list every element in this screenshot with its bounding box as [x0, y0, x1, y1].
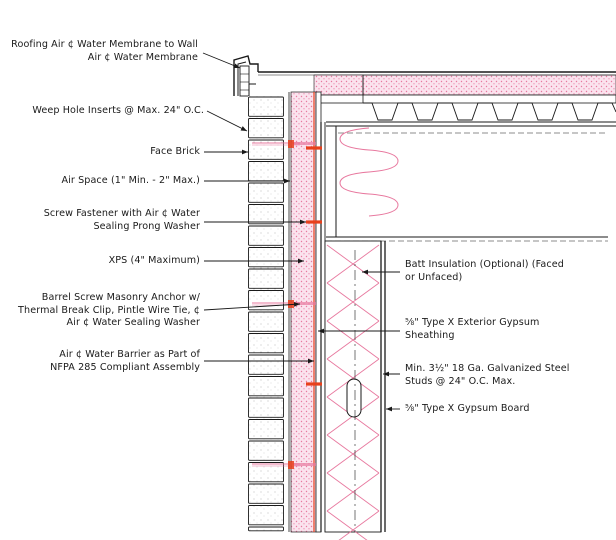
- brick: [248, 505, 284, 526]
- barrel-anchor: [288, 140, 294, 148]
- label-roofing-membrane: Roofing Air ¢ Water Membrane to Wall Air…: [11, 39, 198, 63]
- fasteners: [252, 140, 322, 469]
- brick: [248, 96, 284, 117]
- brick: [248, 311, 284, 332]
- label-air-barrier: Air ¢ Water Barrier as Part of NFPA 285 …: [50, 349, 200, 373]
- roof-assembly: [258, 71, 616, 242]
- label-barrel-anchor: Barrel Screw Masonry Anchor w/ Thermal B…: [18, 292, 200, 328]
- brick: [248, 247, 284, 268]
- brick: [248, 354, 284, 375]
- leader-roofing-membrane: [202, 52, 241, 69]
- anchor-shaft: [294, 302, 316, 305]
- anchor-shaft: [294, 142, 316, 145]
- cavity-layers: [290, 91, 326, 533]
- screw-fastener: [306, 382, 322, 386]
- brick: [248, 397, 284, 418]
- label-screw-fastener: Screw Fastener with Air ¢ Water Sealing …: [43, 208, 200, 232]
- screw-fastener: [306, 220, 322, 224]
- leader-steel-studs-arrow: [383, 371, 389, 377]
- brick-field: [248, 96, 284, 532]
- face-brick-wall: [248, 92, 290, 532]
- brick: [248, 462, 284, 483]
- brick: [248, 139, 284, 160]
- label-xps: XPS (4" Maximum): [108, 255, 200, 266]
- leader-exterior-gypsum-arrow: [318, 328, 324, 334]
- roof-insulation: [362, 74, 616, 96]
- brick: [248, 333, 284, 354]
- brick: [248, 419, 284, 440]
- brick: [248, 182, 284, 203]
- brick: [248, 225, 284, 246]
- batt-insulation-upper: [339, 127, 399, 217]
- label-batt-insulation: Batt Insulation (Optional) (Faced or Unf…: [405, 259, 564, 283]
- leader-air-space-arrow: [284, 178, 290, 184]
- leader-face-brick-arrow: [242, 149, 248, 155]
- leader-gypsum-board-arrow: [386, 406, 392, 412]
- label-air-space: Air Space (1" Min. - 2" Max.): [61, 175, 200, 186]
- roof-deck: [313, 94, 616, 104]
- brick: [248, 526, 284, 532]
- barrel-anchor: [288, 461, 294, 469]
- metal-deck: [363, 102, 616, 121]
- stud-knockout: [346, 378, 362, 418]
- xps-insulation: [290, 91, 317, 533]
- brick: [248, 483, 284, 504]
- leader-screw-fastener-arrow: [300, 219, 306, 225]
- label-steel-studs: Min. 3½" 18 Ga. Galvanized Steel Studs @…: [405, 363, 570, 387]
- leader-barrel-anchor: [203, 303, 301, 311]
- label-exterior-gypsum: ⅝" Type X Exterior Gypsum Sheathing: [405, 317, 540, 341]
- upper-stud-cavity: [335, 126, 399, 237]
- leader-weep-hole-arrow: [240, 126, 247, 131]
- leader-roofing-membrane-arrow: [233, 63, 240, 68]
- leader-barrel-anchor-arrow: [293, 301, 300, 307]
- brick: [248, 440, 284, 461]
- leader-batt-insulation-arrow: [362, 269, 368, 275]
- anchor-shaft: [294, 463, 316, 466]
- barrel-anchor: [288, 300, 294, 308]
- leader-weep-hole: [206, 110, 248, 132]
- lower-stud-cavity: [324, 240, 386, 540]
- brick: [248, 118, 284, 139]
- parapet-flashing: [233, 55, 259, 97]
- brick: [248, 268, 284, 289]
- label-weep-hole: Weep Hole Inserts @ Max. 24" O.C.: [32, 105, 204, 116]
- brick: [248, 376, 284, 397]
- leader-lines: [202, 52, 400, 412]
- leader-xps-arrow: [298, 258, 304, 264]
- exterior-gypsum-sheathing: [315, 91, 322, 533]
- label-face-brick: Face Brick: [150, 146, 200, 157]
- brick: [248, 290, 284, 311]
- label-gypsum-board: ⅝" Type X Gypsum Board: [405, 403, 530, 414]
- leader-air-barrier-arrow: [308, 358, 314, 364]
- screw-fastener: [306, 146, 322, 150]
- brick: [248, 204, 284, 225]
